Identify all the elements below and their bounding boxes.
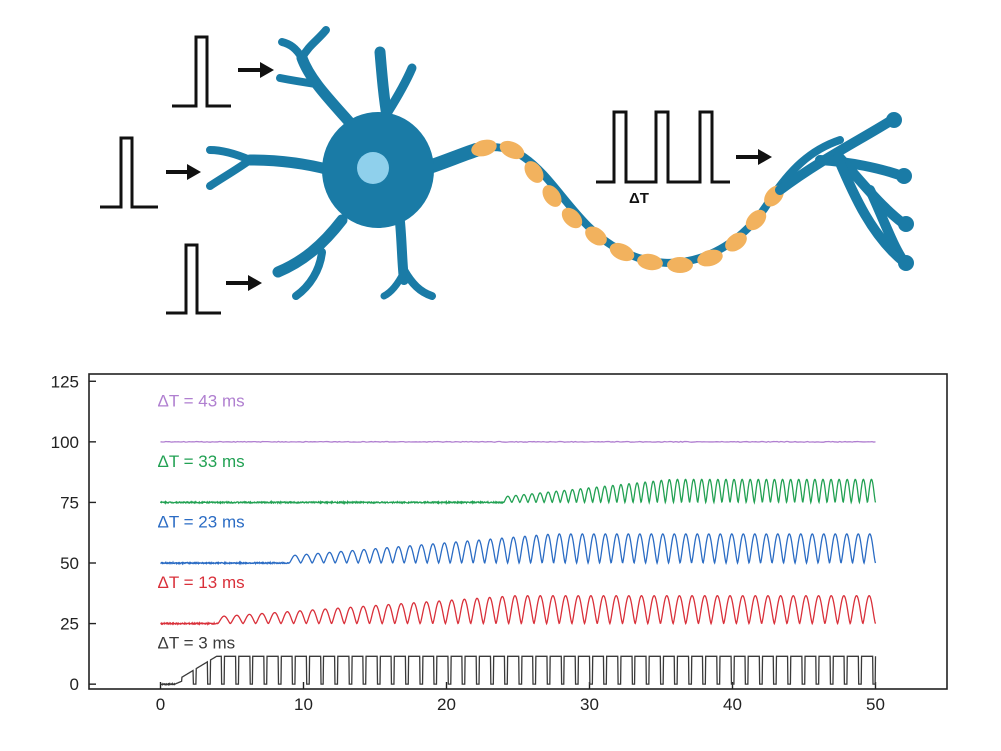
traces <box>159 440 877 687</box>
plot-area-frame <box>88 373 948 690</box>
delta-t-label: ΔT <box>629 190 649 207</box>
arrow-icon <box>226 275 262 291</box>
y-tick-label: 75 <box>60 493 79 512</box>
arrow-icon <box>166 164 201 180</box>
x-tick-label: 0 <box>156 695 165 714</box>
trace-labels: ΔT = 3 ms ΔT = 13 ms ΔT = 23 ms ΔT = 33 ms Δ… <box>158 391 245 652</box>
neuron-diagram: ΔT <box>100 26 914 315</box>
series-line <box>160 440 876 443</box>
series-line <box>160 655 877 687</box>
x-tick-label: 20 <box>437 695 456 714</box>
y-tick-label: 50 <box>60 554 79 573</box>
y-tick-label: 125 <box>51 372 79 391</box>
x-tick-label: 30 <box>580 695 599 714</box>
series-line <box>160 533 877 566</box>
x-tick-label: 40 <box>723 695 742 714</box>
x-tick-label: 50 <box>866 695 885 714</box>
axon <box>472 136 844 267</box>
terminal-bouton <box>886 112 914 271</box>
axon-terminal <box>775 115 909 267</box>
chart: 0 10 20 30 40 50 0 25 50 75 100 125 ΔT = 3 ms ΔT = 1… <box>51 372 948 714</box>
series-line <box>160 594 877 626</box>
series-label: ΔT = 43 ms <box>158 391 245 410</box>
input-pulse-top <box>172 35 231 108</box>
series-label: ΔT = 23 ms <box>158 513 245 532</box>
series-label: ΔT = 3 ms <box>158 634 236 653</box>
y-tick-label: 100 <box>51 433 79 452</box>
series-label: ΔT = 13 ms <box>158 573 245 592</box>
input-pulse-bottom <box>166 243 221 315</box>
myelin-sheath <box>471 139 784 273</box>
arrow-icon <box>736 149 772 165</box>
axis-ticks: 0 10 20 30 40 50 0 25 50 75 100 125 <box>51 372 885 714</box>
x-tick-label: 10 <box>294 695 313 714</box>
arrow-icon <box>238 62 274 78</box>
series-line <box>159 478 877 506</box>
output-pulse-train <box>596 110 730 184</box>
nucleus <box>357 152 389 184</box>
series-label: ΔT = 33 ms <box>158 452 245 471</box>
y-tick-label: 25 <box>60 615 79 634</box>
y-tick-label: 0 <box>70 675 79 694</box>
input-pulse-middle <box>100 136 158 209</box>
neuron-cell <box>206 26 483 300</box>
